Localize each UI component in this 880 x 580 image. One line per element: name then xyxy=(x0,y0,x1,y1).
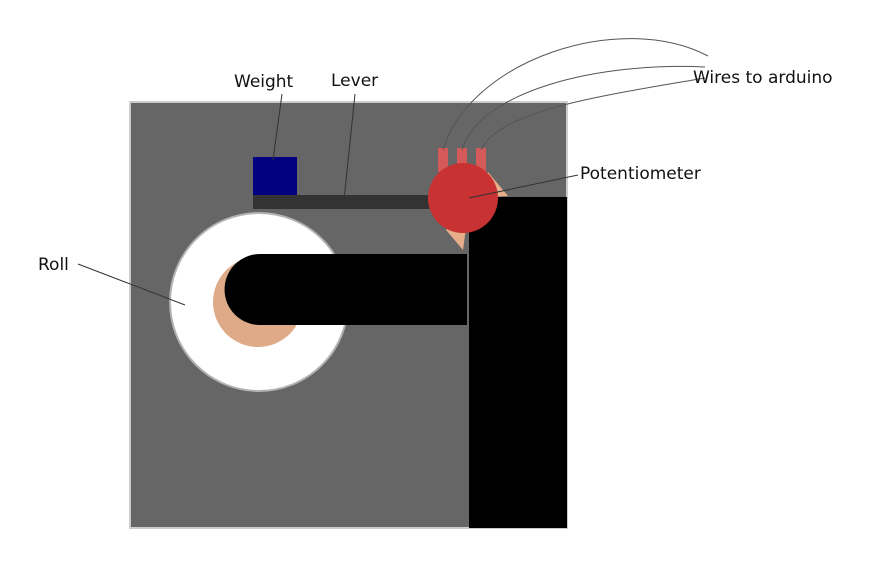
mount-block xyxy=(469,197,567,528)
potentiometer-pin xyxy=(438,148,448,172)
roll-leader xyxy=(77,263,186,306)
lever-label: Lever xyxy=(331,71,378,91)
potentiometer-leader xyxy=(468,174,579,199)
potentiometer-pin xyxy=(476,148,486,172)
arm xyxy=(224,254,467,325)
weight-leader xyxy=(272,93,283,161)
roll-label: Roll xyxy=(38,255,69,275)
potentiometer-body xyxy=(428,163,498,233)
weight-label: Weight xyxy=(234,72,294,92)
wire xyxy=(442,38,709,151)
potentiometer-label: Potentiometer xyxy=(580,164,701,184)
potentiometer-pin xyxy=(457,148,467,172)
lever-leader xyxy=(343,93,356,201)
lever-bar xyxy=(253,195,453,209)
wires-label: Wires to arduino xyxy=(693,68,833,88)
wire xyxy=(480,77,706,151)
wire xyxy=(461,65,706,151)
wires xyxy=(442,38,709,151)
weight-block xyxy=(253,157,297,195)
leader-lines xyxy=(77,93,579,306)
